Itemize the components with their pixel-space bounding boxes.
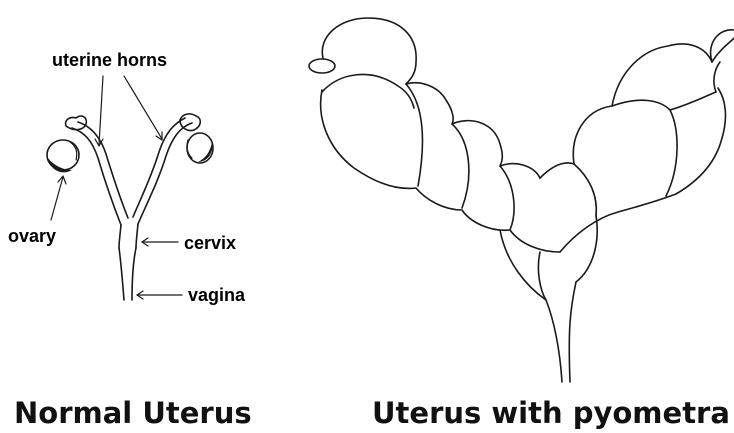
normal-uterus-drawing — [47, 114, 213, 300]
left-ovary — [47, 140, 79, 172]
pyometra-left-horn-lower — [321, 90, 560, 252]
label-ovary: ovary — [8, 226, 56, 246]
pyometra-right-horn-upper — [540, 34, 734, 178]
pyometra-fold-3 — [452, 124, 469, 208]
horn-pointer-left — [99, 76, 103, 145]
pyometra-right-ovary — [711, 30, 734, 62]
right-fimbria — [180, 114, 200, 131]
vagina-left-wall — [119, 248, 124, 300]
pyometra-left-ovary — [309, 59, 335, 73]
pyometra-right-lobe-top — [612, 92, 716, 110]
pyometra-vagina-left — [546, 300, 562, 382]
pyometra-body-left — [538, 252, 546, 300]
label-vagina: vagina — [188, 285, 246, 305]
label-cervix: cervix — [184, 233, 236, 253]
pyometra-fold-4 — [500, 166, 514, 230]
pyometra-left-horn-upper — [322, 18, 540, 178]
pyometra-fold-1 — [322, 75, 414, 108]
uterine-body-left — [119, 225, 121, 248]
label-uterine-horns: uterine horns — [52, 50, 167, 70]
pyometra-uterus-drawing — [309, 18, 734, 382]
pyometra-fold-2 — [406, 84, 422, 186]
pyometra-right-ovary-base — [714, 62, 720, 92]
vagina-right-wall — [132, 248, 136, 300]
uterine-body-right — [136, 224, 138, 248]
horn-pointer-right — [124, 76, 162, 139]
left-fimbria — [66, 116, 87, 130]
pyometra-fold-5 — [574, 164, 596, 216]
pyometra-body-right — [576, 216, 597, 282]
ovary-pointer — [51, 177, 63, 220]
right-ovary — [187, 133, 213, 163]
pyometra-right-horn-lower — [560, 88, 725, 252]
caption-uterus-with-pyometra: Uterus with pyometra — [372, 396, 730, 430]
caption-normal-uterus: Normal Uterus — [14, 396, 252, 430]
pyometra-fold-6 — [666, 110, 677, 196]
pyometra-vagina-right — [569, 282, 576, 382]
